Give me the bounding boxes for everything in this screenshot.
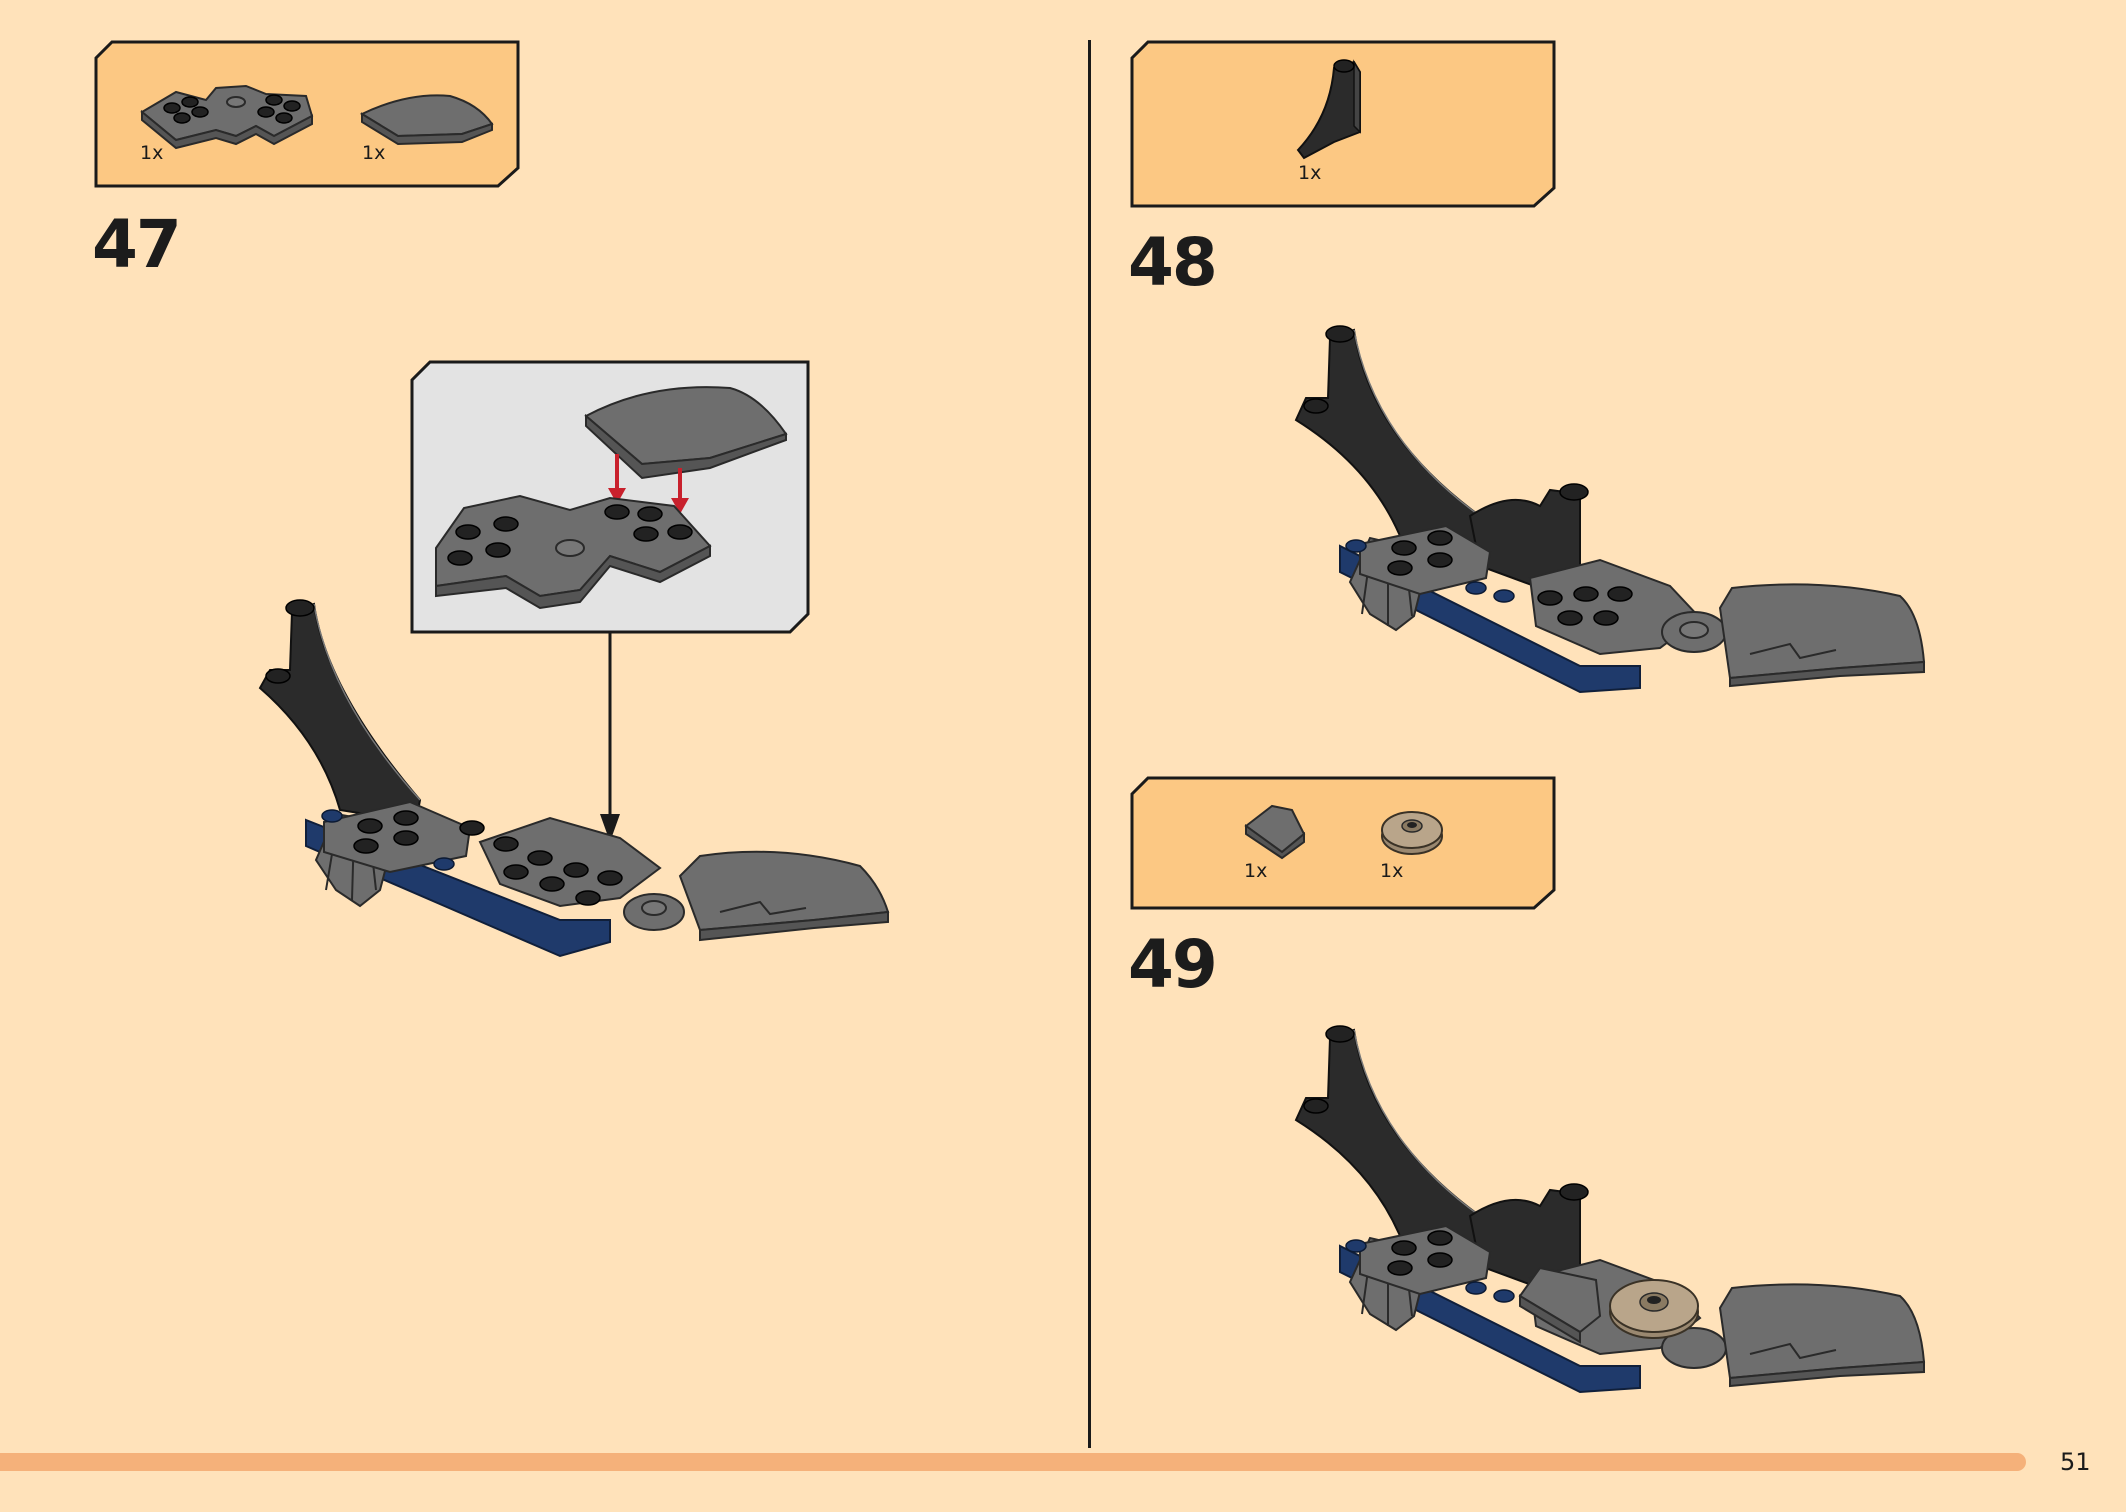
step-48-assembly — [1294, 325, 1926, 694]
step-47-number: 47 — [92, 206, 182, 283]
black-down-arrow-icon — [600, 632, 620, 842]
wedge-plate-part-icon — [140, 84, 314, 150]
step-49-parts-box: 1x 1x — [1130, 776, 1556, 910]
step-48-parts-box: 1x — [1130, 40, 1556, 208]
step-49-part-1-qty: 1x — [1244, 860, 1268, 882]
step-47-callout-box — [410, 360, 810, 634]
arch-slope-part-icon — [1296, 59, 1361, 160]
step-47-part-1-qty: 1x — [140, 142, 164, 164]
step-47-assembly — [258, 599, 890, 958]
curved-slope-part-icon — [359, 94, 494, 146]
step-49-part-2-qty: 1x — [1380, 860, 1404, 882]
step-48-number: 48 — [1128, 224, 1218, 301]
step-49-number: 49 — [1128, 926, 1218, 1003]
red-down-arrow-icon — [608, 454, 689, 514]
footer-progress-bar — [0, 1453, 2026, 1471]
page-number: 51 — [2060, 1448, 2091, 1476]
page-divider — [1088, 40, 1091, 1448]
step-47-part-2-qty: 1x — [362, 142, 386, 164]
round-tile-part-icon — [1381, 811, 1443, 855]
slope-tile-part-icon — [1244, 804, 1306, 860]
step-47-parts-box: 1x 1x — [94, 40, 520, 188]
step-48-part-1-qty: 1x — [1298, 162, 1322, 184]
step-49-assembly — [1294, 1025, 1926, 1394]
